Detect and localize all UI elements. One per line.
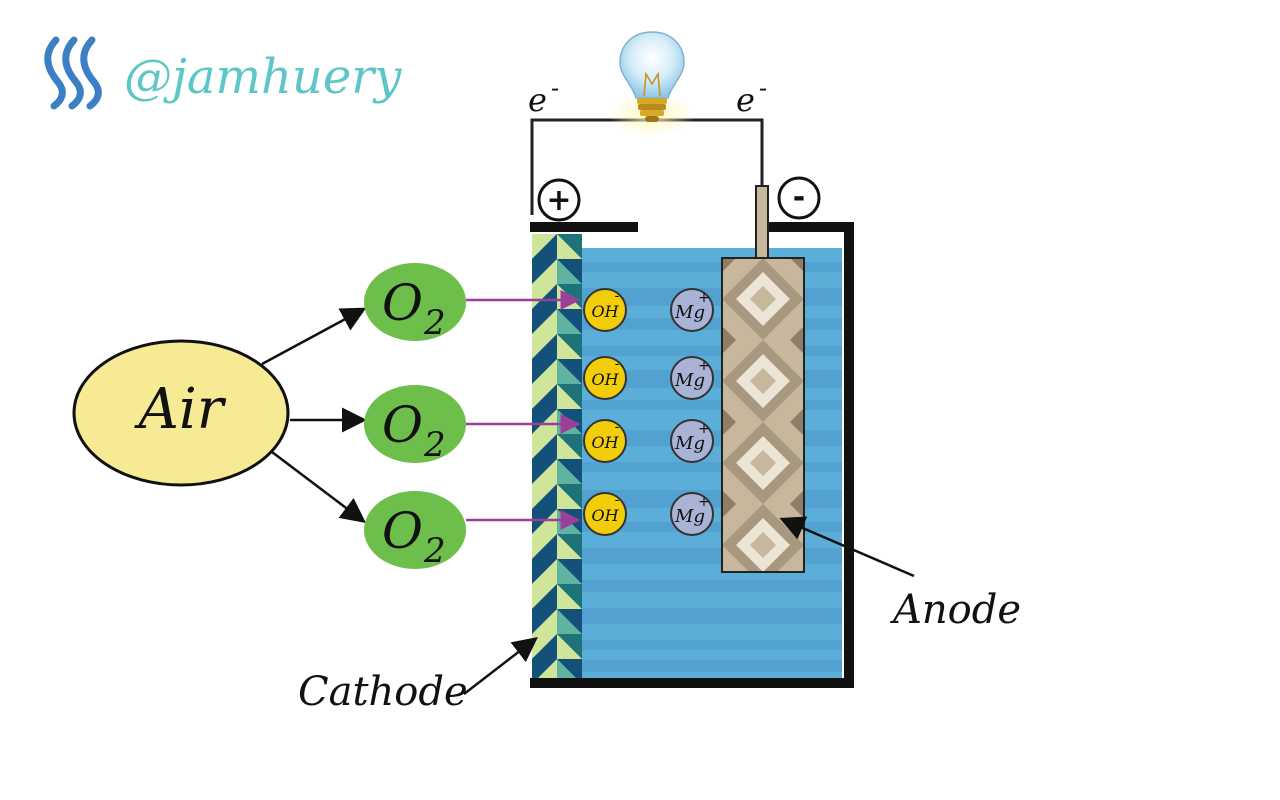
svg-text:OH: OH (591, 506, 619, 525)
electron-label-right: e - (736, 74, 767, 119)
magnesium-ion: Mg + (670, 356, 714, 400)
svg-text:Mg: Mg (674, 302, 705, 323)
svg-text:O: O (382, 396, 423, 454)
cathode-label: Cathode (298, 669, 468, 715)
svg-text:OH: OH (591, 302, 619, 321)
oxygen-molecule: O 2 (364, 385, 466, 465)
svg-text:e: e (528, 81, 547, 119)
svg-text:Mg: Mg (674, 433, 705, 454)
svg-text:Mg: Mg (674, 506, 705, 527)
hydroxide-ion: OH - (583, 419, 627, 463)
svg-text:+: + (698, 290, 710, 306)
svg-text:2: 2 (423, 303, 446, 343)
svg-text:OH: OH (591, 370, 619, 389)
negative-terminal: - (777, 176, 821, 220)
svg-text:Mg: Mg (674, 370, 705, 391)
anode-callout: Anode (779, 516, 1021, 633)
steem-logo-icon (44, 36, 102, 110)
svg-text:e: e (736, 81, 755, 119)
brand-logo: @jamhuery (44, 36, 402, 110)
svg-text:O: O (382, 274, 423, 332)
svg-text:+: + (698, 358, 710, 374)
positive-terminal: + (537, 178, 581, 222)
svg-text:-: - (615, 493, 620, 508)
hydroxide-ion: OH - (583, 356, 627, 400)
magnesium-ion: Mg + (670, 288, 714, 332)
oxygen-molecule: O 2 (364, 491, 466, 571)
brand-handle: @jamhuery (124, 49, 402, 105)
svg-text:-: - (759, 74, 767, 102)
svg-text:Air: Air (133, 377, 226, 442)
battery-container (530, 222, 854, 688)
oxygen-molecule: O 2 (364, 263, 466, 343)
svg-text:-: - (793, 180, 805, 215)
air-arrows (261, 307, 367, 524)
air-source: Air (72, 339, 290, 487)
anode-label: Anode (889, 587, 1021, 633)
svg-text:-: - (551, 74, 559, 102)
svg-text:-: - (615, 420, 620, 435)
svg-text:+: + (546, 183, 571, 218)
magnesium-ion: Mg + (670, 419, 714, 463)
svg-text:2: 2 (423, 425, 446, 465)
svg-text:O: O (382, 502, 423, 560)
anode (721, 185, 805, 573)
magnesium-ion: Mg + (670, 492, 714, 536)
light-bulb-icon (608, 31, 696, 137)
hydroxide-ion: OH - (583, 492, 627, 536)
oxygen-flow-arrows (466, 290, 581, 530)
svg-text:OH: OH (591, 433, 619, 452)
svg-text:2: 2 (423, 531, 446, 571)
svg-text:-: - (615, 289, 620, 304)
svg-text:+: + (698, 421, 710, 437)
hydroxide-ion: OH - (583, 288, 627, 332)
electron-label-left: e - (528, 74, 559, 119)
svg-text:-: - (615, 357, 620, 372)
svg-text:+: + (698, 494, 710, 510)
cathode-callout: Cathode (298, 636, 538, 715)
